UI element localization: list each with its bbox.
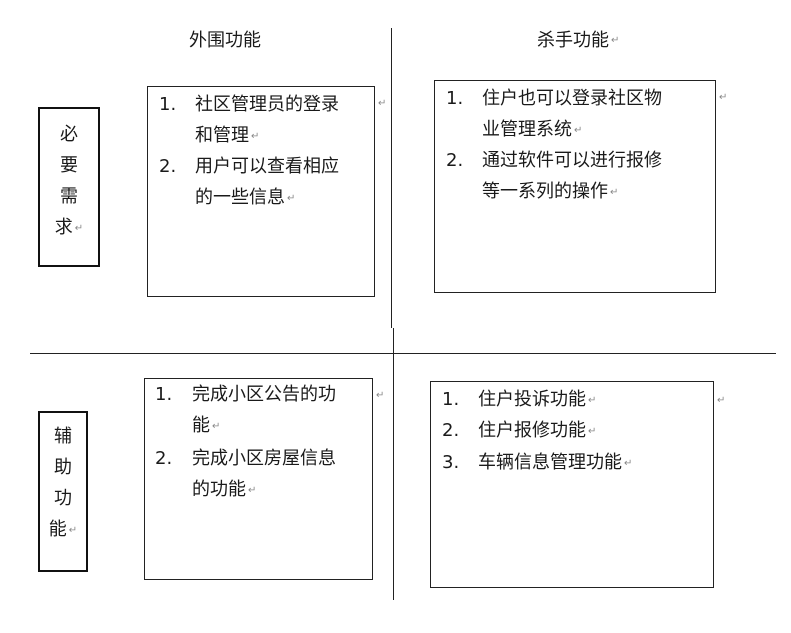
quadrant-box-peripheral-auxiliary: 1. 完成小区公告的功能↵ 2. 完成小区房屋信息的功能↵ xyxy=(144,378,373,580)
vertical-divider-top xyxy=(391,28,392,328)
header-killer-functions: 杀手功能↵ xyxy=(537,30,620,51)
paragraph-mark: ↵ xyxy=(376,390,385,401)
quadrant-box-killer-auxiliary: 1. 住户投诉功能↵ 2. 住户报修功能↵ 3. 车辆信息管理功能↵ xyxy=(430,381,714,588)
paragraph-mark: ↵ xyxy=(719,92,728,103)
paragraph-mark: ↵ xyxy=(717,395,726,406)
quadrant-box-peripheral-essential: 1. 社区管理员的登录和管理↵ 2. 用户可以查看相应的一些信息↵ xyxy=(147,86,375,297)
side-label-auxiliary-functions: 辅 助 功 能↵ xyxy=(38,411,88,572)
horizontal-divider xyxy=(30,353,776,354)
header-peripheral-functions: 外围功能 xyxy=(189,30,261,51)
paragraph-mark: ↵ xyxy=(378,98,387,109)
quadrant-box-killer-essential: 1. 住户也可以登录社区物业管理系统↵ 2. 通过软件可以进行报修等一系列的操作… xyxy=(434,80,716,293)
side-label-essential-needs: 必 要 需 求↵ xyxy=(38,107,100,267)
vertical-divider-bottom xyxy=(393,328,394,600)
